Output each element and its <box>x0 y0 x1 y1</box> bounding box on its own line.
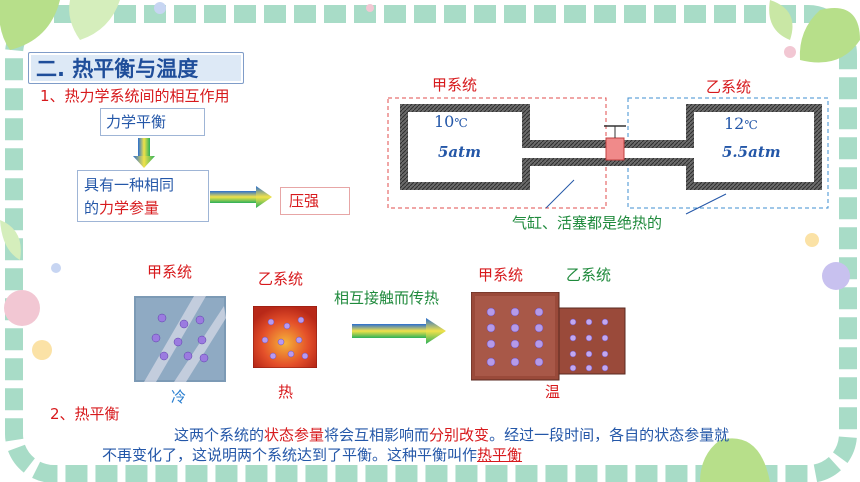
hot-label: 热 <box>278 383 294 401</box>
sysA-mid-label: 甲系统 <box>147 263 193 281</box>
dot-decoration <box>32 340 52 360</box>
sysB-right-label: 乙系统 <box>566 266 612 284</box>
mech-eq-label: 力学平衡 <box>106 113 167 131</box>
sysB-temperature: 12℃ <box>724 114 758 133</box>
pressure-box <box>280 187 350 215</box>
page-title: 二. 热平衡与温度 <box>36 57 199 81</box>
dot-decoration <box>822 262 850 290</box>
sysB-region <box>627 97 829 209</box>
sysB-top-label: 乙系统 <box>706 78 752 96</box>
dot-decoration <box>51 263 61 273</box>
piston <box>605 137 625 161</box>
paragraph-line1: 这两个系统的状态参量将会互相影响而分别改变。经过一段时间，各自的状态参量就 <box>174 426 730 444</box>
mech-param-term: 力学参量 <box>99 199 160 217</box>
cold-label: 冷 <box>171 388 187 406</box>
sysB-pressure: 5.5atm <box>722 143 781 161</box>
section1-heading: 1、热力学系统间的相互作用 <box>40 87 230 105</box>
sysA-temp-value: 10 <box>434 112 455 131</box>
insulation-note: 气缸、活塞都是绝热的 <box>512 214 663 232</box>
section2-heading: 2、热平衡 <box>50 405 120 423</box>
sysB-temp-value: 12 <box>724 114 745 133</box>
leaf-decoration <box>0 220 21 260</box>
sysB-mid-label: 乙系统 <box>258 270 304 288</box>
dot-decoration <box>366 4 374 12</box>
leaf-decoration <box>799 8 860 63</box>
leaf-decoration <box>69 0 120 40</box>
leaf-decoration <box>0 0 60 50</box>
dot-decoration <box>4 290 40 326</box>
dot-decoration <box>805 233 819 247</box>
title-box <box>28 52 244 84</box>
sysA-right-label: 甲系统 <box>478 266 524 284</box>
sysA-temp-unit: ℃ <box>454 116 468 130</box>
paragraph-line2: 不再变化了，这说明两个系统达到了平衡。这种平衡叫作热平衡 <box>102 446 523 464</box>
cylinder-diagram <box>387 97 829 215</box>
common-param-line2: 的力学参量 <box>84 197 159 218</box>
contact-arrow-icon <box>352 318 446 344</box>
sysA-pressure: 5atm <box>438 143 481 161</box>
down-arrow-icon <box>133 138 155 168</box>
pressure-label: 压强 <box>289 192 320 210</box>
sysA-top-label: 甲系统 <box>432 76 478 94</box>
common-param-line1: 具有一种相同 <box>84 176 175 194</box>
right-arrow-icon <box>210 186 272 208</box>
common-param-prefix: 的 <box>84 199 100 217</box>
hot-system-image <box>253 306 317 368</box>
warm-label: 温 <box>545 383 561 401</box>
dot-decoration <box>784 46 796 58</box>
cold-system-image <box>134 296 226 382</box>
contact-label: 相互接触而传热 <box>334 289 440 307</box>
sysB-temp-unit: ℃ <box>744 118 758 132</box>
dot-decoration <box>154 2 166 14</box>
mech-eq-box <box>100 108 205 136</box>
leaf-decoration <box>769 0 793 40</box>
leaf-decoration <box>700 438 770 482</box>
equilibrium-system-image <box>471 292 626 381</box>
common-param-box <box>77 170 209 222</box>
sysA-temperature: 10℃ <box>434 112 468 131</box>
